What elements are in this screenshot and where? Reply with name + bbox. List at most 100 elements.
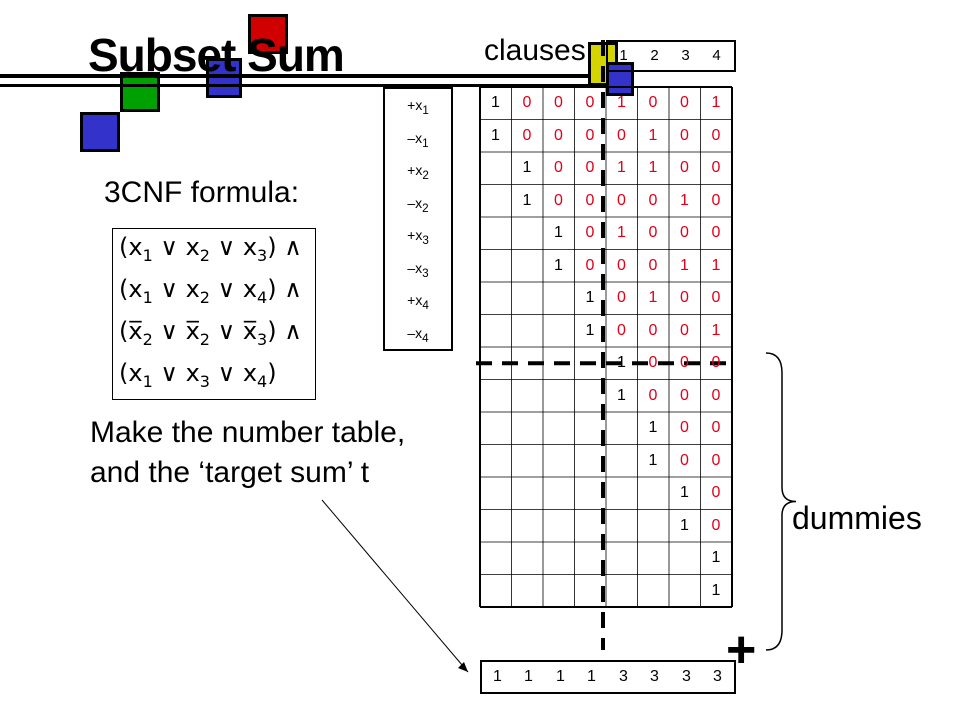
- table-cell: 0: [617, 191, 626, 209]
- target-sum-row: 1 1 1 1 3 3 3 3: [480, 660, 736, 694]
- table-cell: 0: [585, 94, 595, 111]
- instruction-line-1: Make the number table,: [90, 416, 406, 449]
- table-cell: 1: [711, 321, 721, 339]
- table-cell: 1: [617, 354, 626, 371]
- table-cell: 1: [711, 94, 721, 111]
- table-cell: 0: [648, 354, 658, 371]
- table-cell: 0: [711, 516, 721, 534]
- table-cell: 1: [585, 289, 595, 306]
- table-cell: 0: [680, 224, 689, 241]
- formula-box: (x1 ∨ x2 ∨ x3) ∧ (x1 ∨ x2 ∨ x4) ∧ (x̅2 ∨…: [112, 228, 316, 400]
- target-digit: 3: [650, 668, 659, 685]
- literal-label: –x1: [407, 129, 429, 150]
- table-cell: 1: [522, 191, 532, 209]
- table-cell: 0: [617, 256, 626, 274]
- table-cell: 0: [585, 126, 595, 144]
- literal-label-column: +x1 –x1 +x2 –x2 +x3 –x3 +x4 –x4: [383, 87, 453, 351]
- target-digit: 1: [587, 668, 596, 685]
- target-arrowhead: [458, 662, 468, 672]
- table-cell: 1: [617, 94, 626, 111]
- table-cell: 1: [554, 224, 563, 241]
- table-cell: 1: [680, 484, 689, 501]
- formula-clause: (x̅2 ∨ x̅2 ∨ x̅3) ∧: [119, 317, 302, 349]
- table-cell: 0: [680, 451, 689, 469]
- table-cell: 0: [711, 224, 721, 241]
- deco-square-blue-left: [80, 112, 120, 152]
- table-cell: 0: [680, 386, 689, 404]
- dummies-brace: [765, 352, 797, 651]
- table-cell: 0: [680, 94, 689, 111]
- table-cell: 0: [522, 126, 532, 144]
- clause-number: 3: [681, 47, 690, 64]
- formula-clause: (x1 ∨ x3 ∨ x4): [119, 359, 277, 391]
- table-cell: 1: [680, 516, 689, 534]
- table-cell: 1: [491, 126, 500, 144]
- table-cell: 0: [554, 126, 563, 144]
- table-cell: 0: [585, 224, 595, 241]
- formula-label: 3CNF formula:: [104, 176, 300, 209]
- table-cell: 0: [648, 256, 658, 274]
- target-digit: 1: [524, 668, 533, 685]
- table-cell: 1: [554, 256, 563, 274]
- table-cell: 1: [648, 289, 658, 306]
- table-cell: 0: [554, 191, 563, 209]
- table-cell: 0: [711, 484, 721, 501]
- plus-sign: +: [726, 621, 757, 679]
- table-cell: 0: [617, 289, 626, 306]
- target-digit: 1: [556, 668, 565, 685]
- table-cell: 0: [711, 159, 721, 176]
- table-cell: 0: [711, 354, 721, 371]
- formula-clause: (x1 ∨ x2 ∨ x4) ∧: [119, 275, 302, 307]
- clause-number: 4: [712, 47, 721, 64]
- table-cell: 0: [522, 94, 532, 111]
- table-cell: 0: [648, 386, 658, 404]
- table-cell: 0: [617, 321, 626, 339]
- table-cell: 1: [711, 549, 721, 566]
- table-cell: 1: [648, 126, 658, 144]
- clause-number: 2: [650, 47, 659, 64]
- deco-square-blue-right: [606, 62, 634, 96]
- table-cell: 0: [680, 354, 689, 371]
- deco-square-blue-top: [206, 58, 242, 98]
- table-cell: 1: [522, 159, 532, 176]
- table-cell: 1: [617, 159, 626, 176]
- dummies-label: dummies: [792, 500, 922, 536]
- table-cell: 1: [648, 451, 658, 469]
- table-cell: 0: [680, 419, 689, 436]
- literal-label: +x1: [407, 97, 429, 117]
- table-cell: 1: [585, 321, 595, 339]
- table-cell: 0: [680, 126, 689, 144]
- literal-label: –x2: [407, 194, 429, 215]
- table-cell: 0: [554, 159, 563, 176]
- table-cell: 0: [585, 256, 595, 274]
- table-cell: 0: [711, 126, 721, 144]
- target-digit: 3: [713, 668, 722, 685]
- clause-header: 1 2 3 4: [606, 40, 736, 72]
- table-cell: 0: [648, 224, 658, 241]
- table-cell: 0: [554, 94, 563, 111]
- table-cell: 0: [711, 191, 721, 209]
- instruction-line-2: and the ‘target sum’ t: [90, 456, 370, 489]
- literal-label: –x3: [407, 259, 429, 280]
- target-digit: 3: [682, 668, 691, 685]
- table-cell: 0: [711, 419, 721, 436]
- literal-label: –x4: [407, 324, 429, 345]
- title-underline-bottom: [0, 84, 600, 87]
- target-digit: 3: [619, 668, 628, 685]
- table-cell: 1: [680, 256, 689, 274]
- target-arrow: [321, 499, 469, 673]
- table-cell: 0: [648, 321, 658, 339]
- table-cell: 1: [680, 191, 689, 209]
- table-cell: 1: [711, 581, 721, 599]
- table-cell: 1: [617, 386, 626, 404]
- title-underline-top: [0, 74, 600, 78]
- deco-square-green: [120, 72, 160, 112]
- table-cell: 1: [491, 94, 500, 111]
- literal-label: +x3: [407, 227, 429, 247]
- table-cell: 0: [680, 289, 689, 306]
- deco-square-red: [248, 14, 288, 54]
- table-cell: 0: [585, 191, 595, 209]
- table-cell: 0: [617, 126, 626, 144]
- target-digit: 1: [493, 668, 502, 685]
